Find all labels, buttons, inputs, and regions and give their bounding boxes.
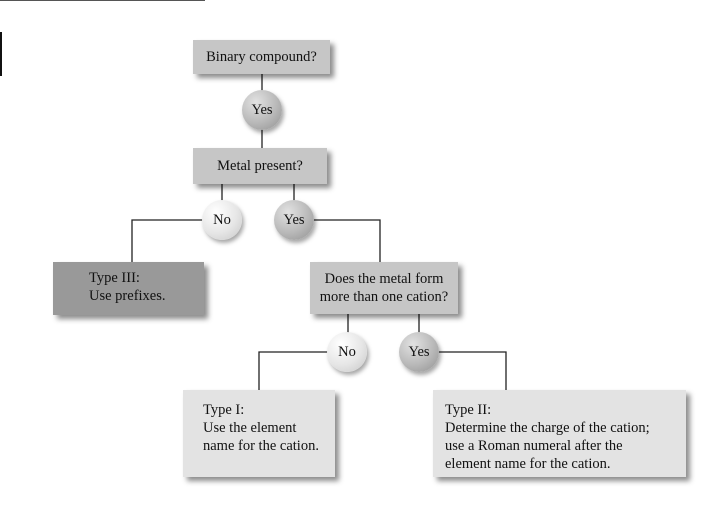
yes-node-cation: Yes (399, 332, 439, 372)
result-type-one-line-2: name for the cation. (203, 438, 319, 454)
no-node-cation-label: No (338, 343, 356, 360)
question-binary-compound: Binary compound? (193, 40, 330, 74)
result-type-two-line-1: Determine the charge of the cation; (445, 420, 650, 436)
yes-node-binary: Yes (242, 90, 282, 130)
question-multiple-cations-line-1: Does the metal form (324, 271, 444, 287)
result-type-one-line-1: Use the element (203, 420, 297, 436)
question-metal-present-text: Metal present? (217, 158, 303, 174)
result-type-one: Type I: Use the element name for the cat… (183, 390, 335, 477)
connector-yes-cation (314, 219, 381, 262)
question-binary-compound-text: Binary compound? (206, 49, 317, 65)
no-node-metal: No (202, 200, 242, 240)
yes-node-binary-label: Yes (251, 101, 273, 118)
result-type-three-title: Type III: (89, 270, 140, 286)
result-type-three: Type III: Use prefixes. (53, 262, 204, 315)
question-multiple-cations-line-2: more than one cation? (319, 289, 449, 305)
result-type-three-text: Use prefixes. (89, 288, 166, 304)
yes-node-metal: Yes (274, 200, 314, 240)
question-metal-present: Metal present? (193, 148, 327, 184)
yes-node-metal-label: Yes (283, 211, 305, 228)
result-type-one-title: Type I: (203, 402, 245, 418)
connector-no-type1 (258, 351, 328, 390)
connector-no-type3 (131, 219, 203, 262)
result-type-two-title: Type II: (445, 402, 492, 418)
connector-yes-type2 (439, 351, 507, 390)
top-rule-line (0, 0, 205, 1)
no-node-cation: No (327, 332, 367, 372)
result-type-two-line-3: element name for the cation. (445, 456, 611, 472)
yes-node-cation-label: Yes (408, 343, 430, 360)
result-type-two-line-2: use a Roman numeral after the (445, 438, 623, 454)
question-multiple-cations: Does the metal form more than one cation… (310, 262, 458, 314)
no-node-metal-label: No (213, 211, 231, 228)
result-type-two: Type II: Determine the charge of the cat… (433, 390, 686, 477)
left-edge-mark (0, 32, 2, 76)
